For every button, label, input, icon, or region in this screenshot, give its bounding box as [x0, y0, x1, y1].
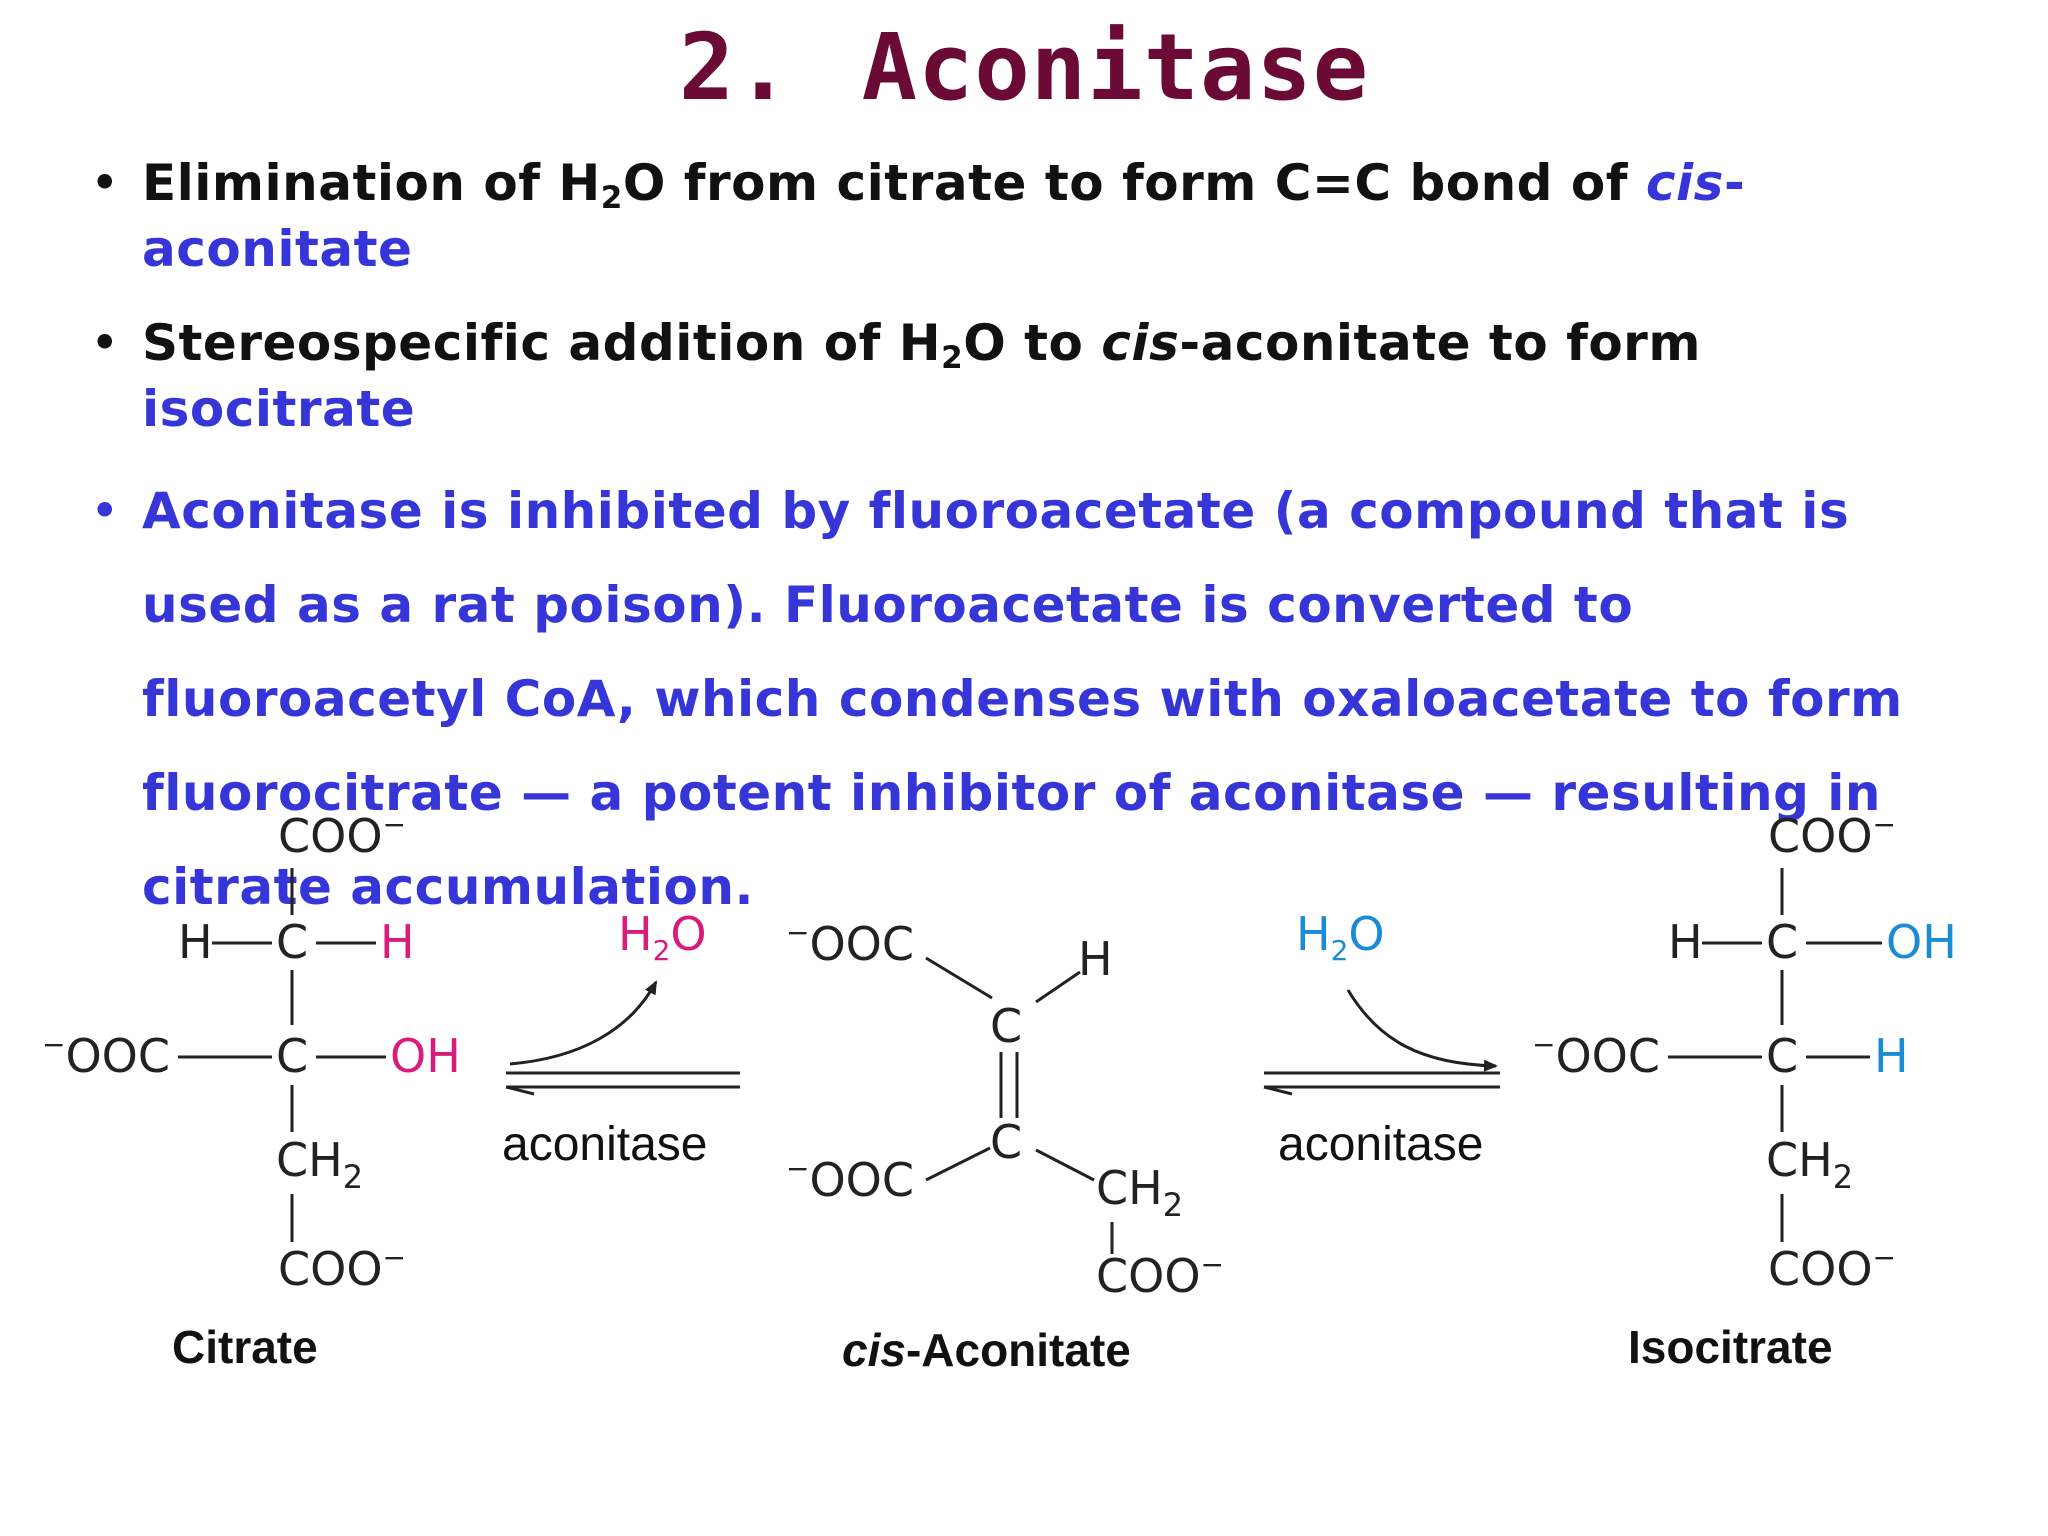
water-label: H2O — [618, 907, 707, 967]
chem-label: H — [1078, 932, 1113, 986]
enzyme-label: aconitase — [502, 1118, 707, 1171]
title-number: 2. — [678, 14, 792, 121]
bullet-text: Elimination of H — [142, 154, 601, 212]
bullet-inhibition: • Aconitase is inhibited by fluoroacetat… — [90, 464, 1990, 934]
chem-label: C — [990, 1115, 1022, 1169]
isocitrate-label: Isocitrate — [1628, 1321, 1833, 1373]
chem-label: C — [276, 915, 308, 969]
bullet-elimination: • Elimination of H2O from citrate to for… — [90, 150, 1990, 282]
cis-italic: cis — [1645, 154, 1724, 212]
citrate-structure: COO− H C H −OOC C OH CH2 COO− Citrate — [42, 808, 461, 1373]
chem-label: C — [1766, 1029, 1798, 1083]
bullet-highlight: isocitrate — [142, 380, 416, 438]
chem-label: −OOC — [42, 1028, 170, 1083]
chem-label: COO− — [1096, 1248, 1224, 1303]
cis-aconitate-structure: −OOC C H C −OOC CH2 COO− cis-Aconitate — [786, 916, 1224, 1376]
chem-label: H — [1668, 915, 1703, 969]
bullet-list: • Elimination of H2O from citrate to for… — [90, 150, 1990, 934]
cis-italic: cis — [1101, 314, 1180, 372]
chem-label: CH2 — [1766, 1133, 1853, 1196]
reaction-diagram: COO− H C H −OOC C OH CH2 COO− Citrate H2… — [42, 808, 1957, 1376]
chem-label: CH2 — [1096, 1161, 1183, 1224]
cis-aconitate-label: cis-Aconitate — [842, 1324, 1131, 1376]
chem-label: OH — [390, 1029, 461, 1083]
subscript: 2 — [941, 339, 964, 376]
bullet-text: O to — [963, 314, 1102, 372]
chem-label: H — [380, 915, 415, 969]
chem-label: OH — [1886, 915, 1957, 969]
chem-label: COO− — [1768, 1241, 1896, 1296]
title-text: Aconitase — [861, 14, 1370, 121]
equilibrium-arrow-1: H2O aconitase — [502, 907, 740, 1171]
bullet-dot: • — [90, 314, 120, 372]
enzyme-label: aconitase — [1278, 1118, 1483, 1171]
chem-label: COO− — [278, 1241, 406, 1296]
bullet-highlight: -aconitate — [142, 154, 1746, 278]
chem-label: H — [1874, 1029, 1909, 1083]
equilibrium-arrow-2: H2O aconitase — [1263, 907, 1500, 1171]
bullet-text: Aconitase is inhibited by fluoroacetate … — [142, 482, 1903, 916]
chem-label: C — [276, 1029, 308, 1083]
bullet-text: -aconitate to form — [1179, 314, 1701, 372]
water-label: H2O — [1296, 907, 1385, 967]
chem-label: COO− — [1768, 808, 1896, 863]
chem-label: −OOC — [786, 1152, 914, 1207]
bullet-text: Stereospecific addition of H — [142, 314, 942, 372]
chem-label: CH2 — [276, 1133, 363, 1196]
chem-label: H — [178, 915, 213, 969]
bullet-dot: • — [90, 482, 120, 540]
chem-label: −OOC — [1532, 1028, 1660, 1083]
bullet-text: O from citrate to form C=C bond of — [622, 154, 1646, 212]
chem-label: C — [1766, 915, 1798, 969]
chem-label: C — [990, 999, 1022, 1053]
isocitrate-structure: COO− H C OH −OOC C H CH2 COO− Isocitrate — [1532, 808, 1957, 1373]
subscript: 2 — [600, 179, 623, 216]
citrate-label: Citrate — [172, 1321, 318, 1373]
chem-label: COO− — [278, 808, 406, 863]
slide-title: 2. Aconitase — [0, 14, 2048, 121]
bullet-addition: • Stereospecific addition of H2O to cis-… — [90, 310, 1990, 442]
bullet-dot: • — [90, 154, 120, 212]
chem-label: −OOC — [786, 916, 914, 971]
